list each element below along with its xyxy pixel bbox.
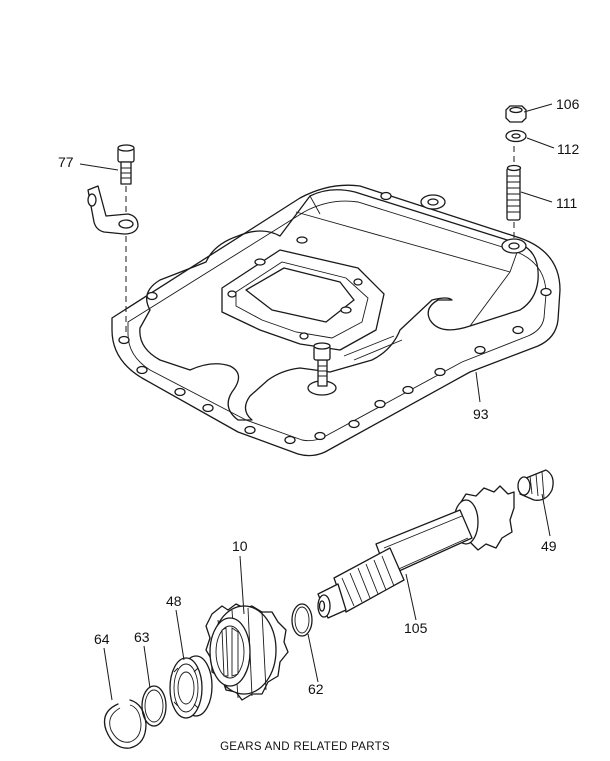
needle-bearing-49 (517, 469, 554, 501)
callout-106: 106 (556, 96, 580, 112)
callout-77: 77 (58, 154, 74, 170)
callout-49: 49 (541, 538, 557, 554)
stud-assembly (505, 105, 527, 238)
callout-48: 48 (166, 593, 182, 609)
diagram-caption: GEARS AND RELATED PARTS (220, 741, 390, 753)
center-bolt (307, 342, 337, 396)
ring-63 (141, 685, 167, 727)
callout-112: 112 (557, 141, 580, 157)
bolt-bracket-assembly (87, 144, 139, 334)
cover-plate (111, 184, 561, 457)
callout-62: 62 (308, 681, 324, 697)
snap-ring-62 (291, 603, 313, 637)
callout-63: 63 (134, 629, 150, 645)
ring-64 (103, 699, 147, 749)
callout-10: 10 (232, 538, 248, 554)
shaft-105 (317, 485, 515, 619)
callout-105: 105 (404, 620, 428, 636)
leader-lines (79, 103, 555, 701)
callout-111: 111 (556, 195, 577, 211)
callout-93: 93 (473, 406, 489, 422)
gear-10 (205, 603, 289, 701)
callout-labels: 106 112 111 77 93 49 10 48 105 64 63 62 (58, 96, 580, 697)
callout-64: 64 (94, 631, 110, 647)
bearing-48 (169, 655, 213, 719)
